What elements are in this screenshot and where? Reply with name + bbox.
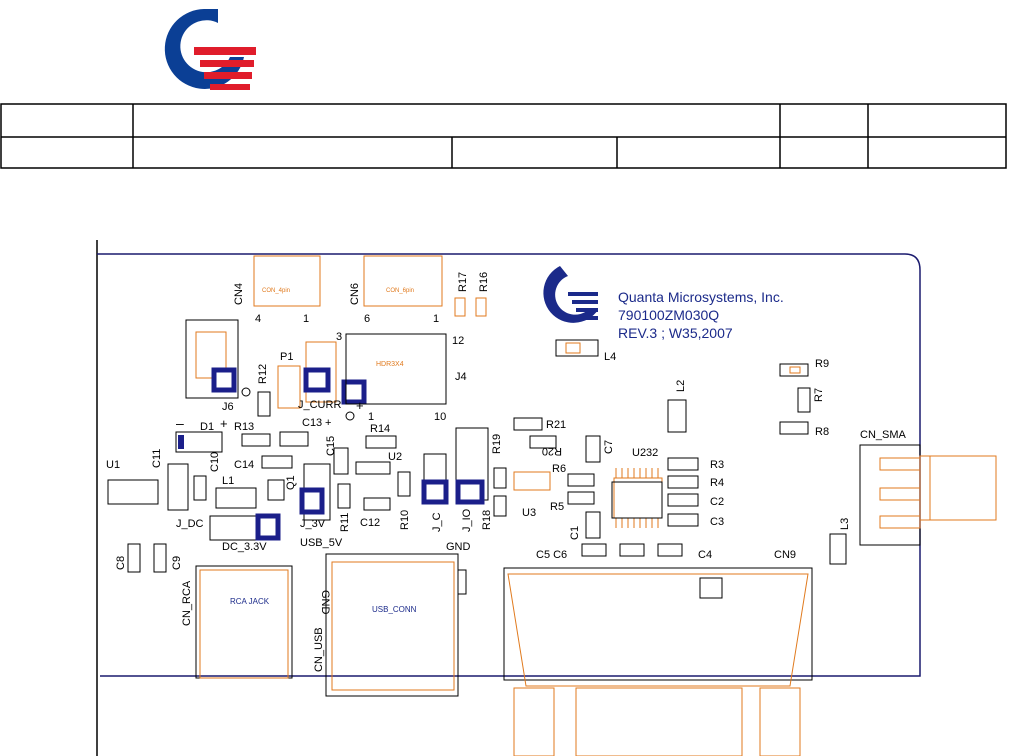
svg-text:USB_5V: USB_5V <box>300 537 343 549</box>
svg-text:J6: J6 <box>222 401 234 413</box>
svg-text:R17: R17 <box>457 272 469 292</box>
svg-text:+: + <box>356 398 364 413</box>
svg-text:CON_6pin: CON_6pin <box>386 288 414 294</box>
svg-text:R8: R8 <box>815 426 829 438</box>
svg-text:U2: U2 <box>388 451 402 463</box>
components-center-right: R21 R20 R6 U3 R5 C7 C1 U232 L2 R3 R4 C2 … <box>513 380 724 540</box>
svg-text:GND: GND <box>446 541 471 553</box>
svg-text:C15: C15 <box>325 436 337 456</box>
svg-text:J_DC: J_DC <box>176 518 204 530</box>
svg-text:R3: R3 <box>710 459 724 471</box>
part-number: 790100ZM030Q <box>618 307 719 323</box>
svg-text:J_CURR: J_CURR <box>298 399 341 411</box>
bottom-connectors: C8 C9 CN_RCA RCA JACK GND CN_USB USB_CON… <box>115 518 851 756</box>
components-middle-left: – D1 + R13 C13 + R14 U1 C11 C10 C14 L1 Q… <box>106 415 411 553</box>
svg-text:1: 1 <box>368 411 374 423</box>
svg-text:J4: J4 <box>455 371 467 383</box>
svg-text:R19: R19 <box>491 434 503 454</box>
svg-text:C13: C13 <box>302 417 322 429</box>
svg-text:C11: C11 <box>151 449 163 468</box>
resistors-r9-r7-r8: R9 R7 R8 <box>779 358 829 438</box>
svg-text:12: 12 <box>452 335 464 347</box>
svg-text:J_IO: J_IO <box>461 508 473 532</box>
svg-text:C14: C14 <box>234 459 254 471</box>
svg-text:C3: C3 <box>710 516 724 528</box>
svg-text:R21: R21 <box>546 419 566 431</box>
svg-text:USB_CONN: USB_CONN <box>372 605 417 614</box>
svg-text:+: + <box>220 416 228 431</box>
svg-text:6: 6 <box>364 313 370 325</box>
svg-text:C10: C10 <box>209 452 221 472</box>
svg-text:CN6: CN6 <box>349 283 361 305</box>
svg-text:3: 3 <box>336 331 342 343</box>
svg-text:D1: D1 <box>200 421 214 433</box>
svg-text:R13: R13 <box>234 421 254 433</box>
connector-cn-sma: CN_SMA <box>859 429 997 546</box>
svg-text:R11: R11 <box>339 513 351 532</box>
svg-text:10: 10 <box>434 411 446 423</box>
ic-u232 <box>613 468 663 528</box>
revision: REV.3 ; W35,2007 <box>618 325 733 341</box>
svg-text:–: – <box>176 415 184 431</box>
board-quanta-logo-icon <box>543 266 598 323</box>
company-name: Quanta Microsystems, Inc. <box>618 289 784 305</box>
svg-text:J_3V: J_3V <box>300 518 326 530</box>
svg-text:L1: L1 <box>222 475 234 487</box>
svg-text:CN9: CN9 <box>774 549 796 561</box>
svg-text:C2: C2 <box>710 496 724 508</box>
svg-text:R18: R18 <box>481 510 493 530</box>
svg-text:C8: C8 <box>115 556 127 570</box>
svg-text:C7: C7 <box>603 440 615 454</box>
svg-text:L2: L2 <box>675 380 687 392</box>
svg-text:R20: R20 <box>542 445 562 457</box>
svg-text:L4: L4 <box>604 351 616 363</box>
svg-text:C4: C4 <box>698 549 712 561</box>
svg-text:RCA JACK: RCA JACK <box>230 597 270 606</box>
svg-text:+: + <box>325 417 331 429</box>
svg-text:DC_3.3V: DC_3.3V <box>222 541 267 553</box>
quanta-logo-icon <box>164 9 256 90</box>
svg-text:Q1: Q1 <box>285 475 297 490</box>
svg-text:U1: U1 <box>106 459 120 471</box>
jumper-area-top-left: J6 R12 P1 J_CURR 3 + 1 HDR3X4 12 J4 10 <box>185 319 467 423</box>
svg-text:L3: L3 <box>839 518 851 530</box>
svg-text:J_C: J_C <box>431 512 443 532</box>
svg-text:R16: R16 <box>478 272 490 292</box>
svg-text:P1: P1 <box>280 351 293 363</box>
svg-text:CN_SMA: CN_SMA <box>860 429 907 441</box>
svg-text:R5: R5 <box>550 501 564 513</box>
jumpers-jc-jio: J_C J_IO R18 R19 <box>421 427 507 532</box>
svg-text:C12: C12 <box>360 517 380 529</box>
svg-text:R7: R7 <box>813 388 825 402</box>
title-block-table <box>0 103 1007 169</box>
svg-text:1: 1 <box>433 313 439 325</box>
svg-text:R4: R4 <box>710 477 724 489</box>
svg-text:CON_4pin: CON_4pin <box>262 288 290 294</box>
svg-text:R12: R12 <box>257 364 269 384</box>
svg-text:R9: R9 <box>815 358 829 370</box>
connector-cn6: CON_6pin CN6 6 1 <box>349 255 443 325</box>
svg-text:CN4: CN4 <box>233 283 245 305</box>
svg-text:1: 1 <box>303 313 309 325</box>
resistor-r17-r16: R17 R16 <box>454 272 490 317</box>
svg-text:U3: U3 <box>522 507 536 519</box>
svg-text:CN_RCA: CN_RCA <box>181 580 193 626</box>
svg-text:C5 C6: C5 C6 <box>536 549 567 561</box>
pcb-silkscreen-drawing: CON_4pin CN4 4 1 CON_6pin CN6 6 1 R17 R1… <box>96 240 997 756</box>
svg-text:C9: C9 <box>171 556 183 570</box>
svg-text:R6: R6 <box>552 463 566 475</box>
svg-text:R14: R14 <box>370 423 390 435</box>
svg-text:HDR3X4: HDR3X4 <box>376 361 404 368</box>
svg-text:R10: R10 <box>399 510 411 530</box>
connector-cn4: CON_4pin CN4 4 1 <box>233 255 321 325</box>
svg-text:GND: GND <box>319 590 331 615</box>
svg-text:4: 4 <box>255 313 261 325</box>
svg-text:CN_USB: CN_USB <box>313 627 325 672</box>
pcb-outline <box>96 240 921 756</box>
svg-text:C1: C1 <box>569 526 581 540</box>
svg-text:U232: U232 <box>632 447 658 459</box>
